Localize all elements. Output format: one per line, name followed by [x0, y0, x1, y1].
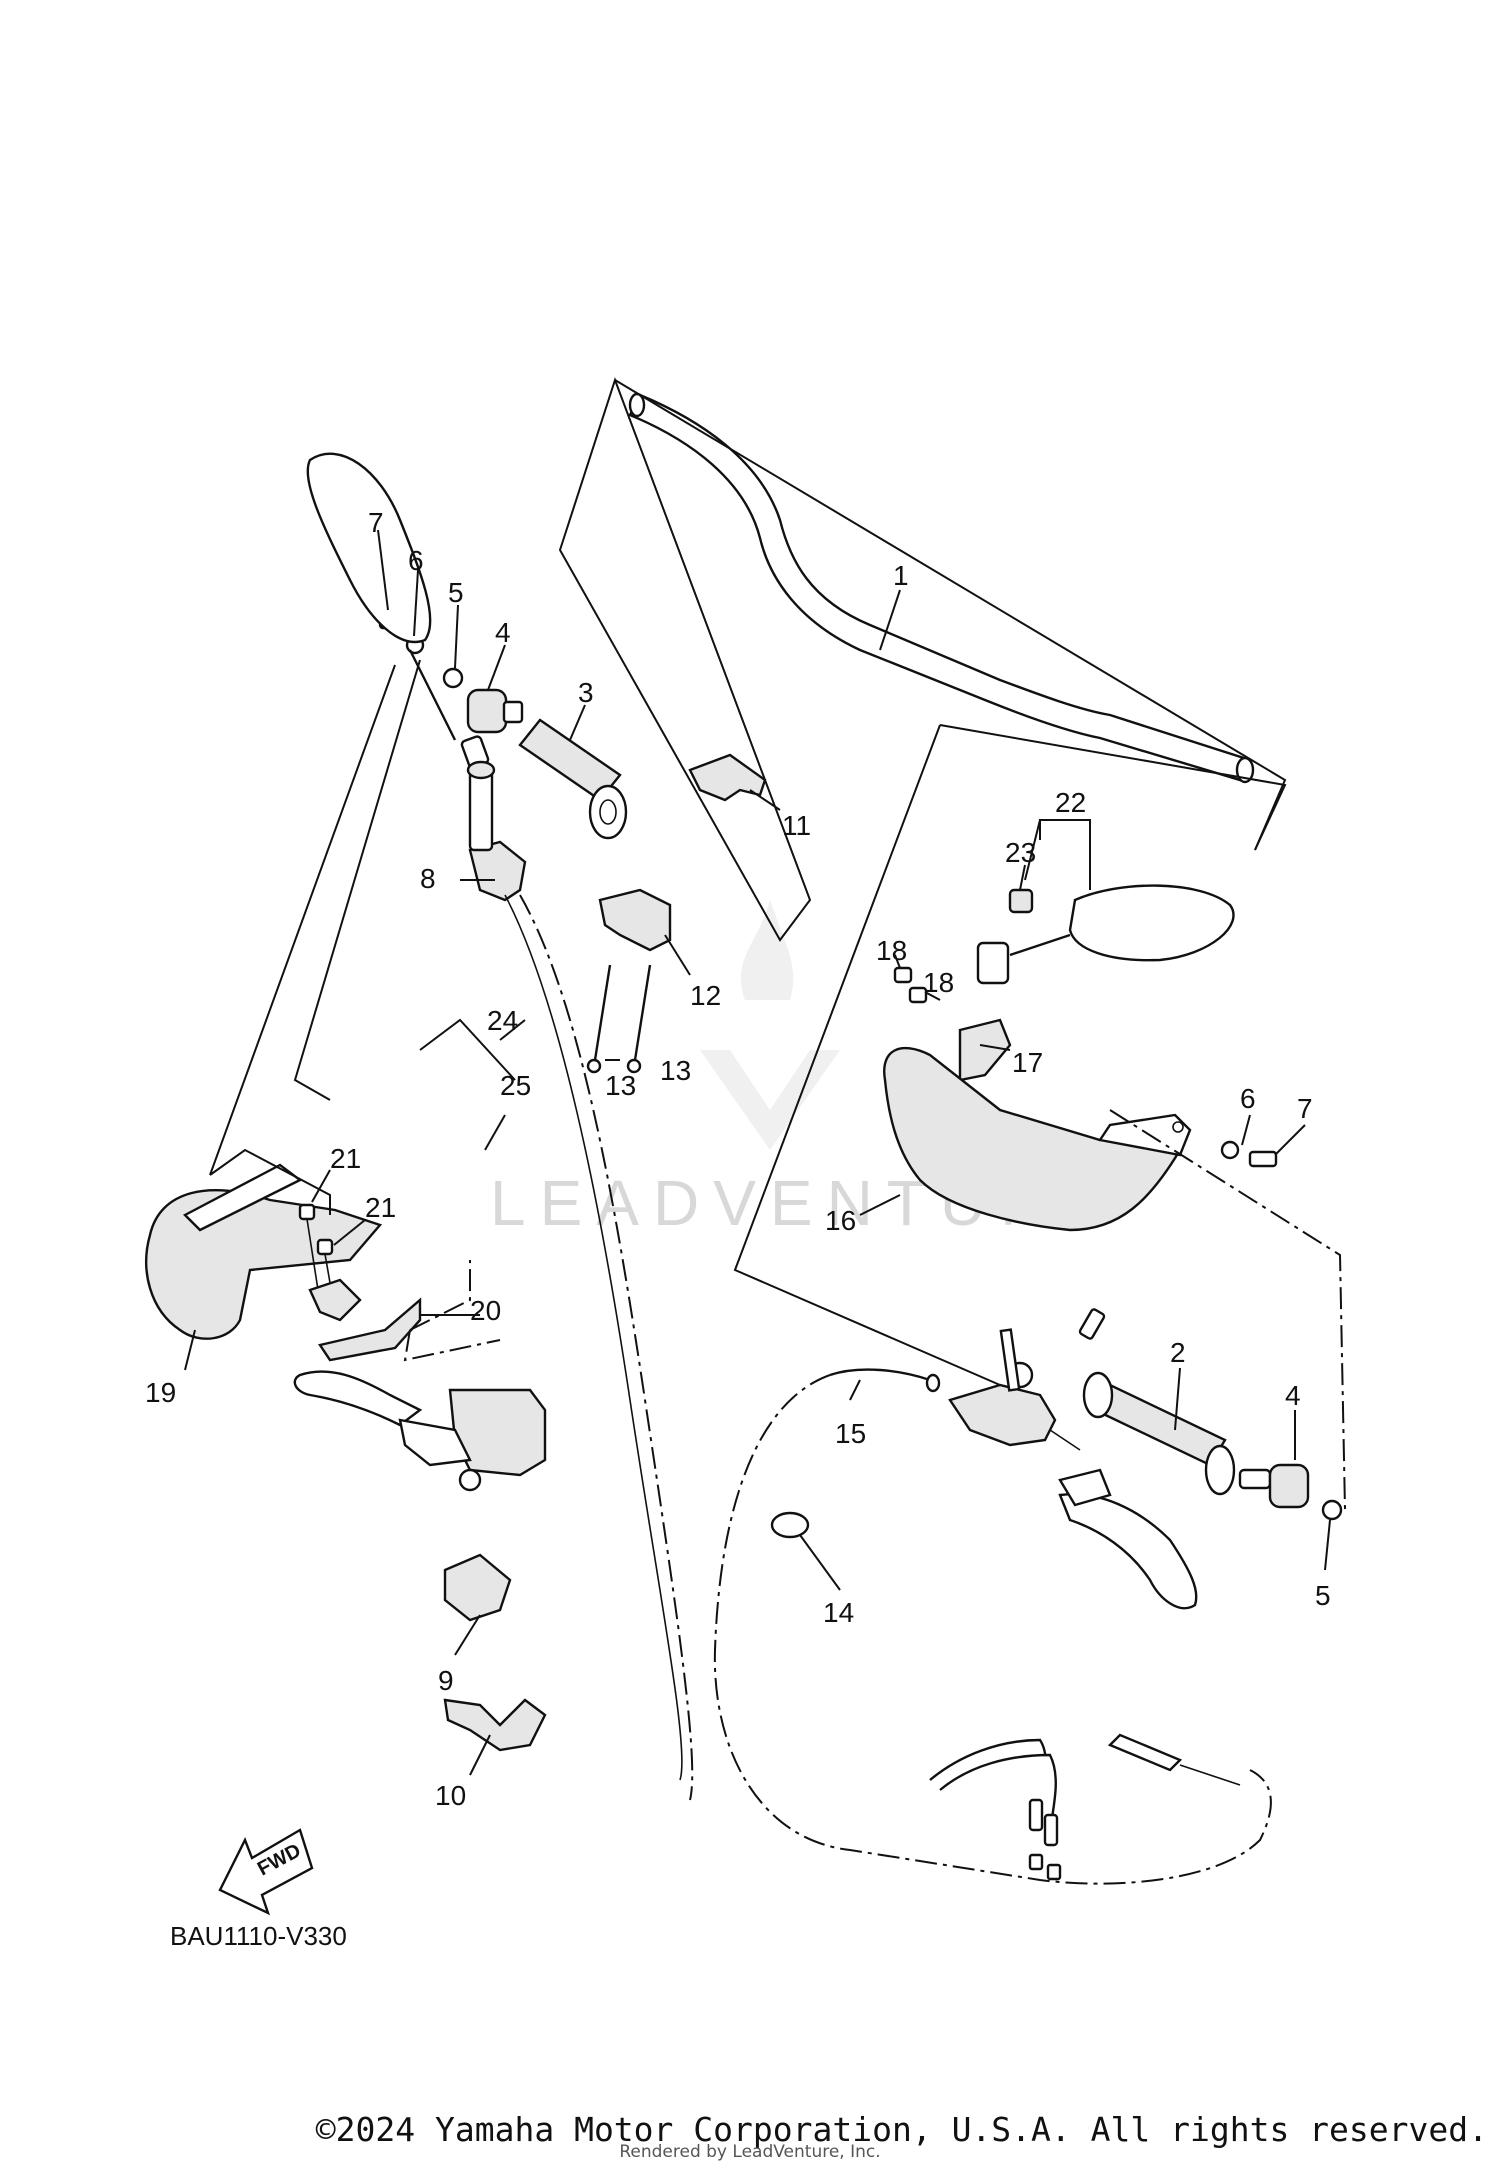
right-frame-top — [939, 724, 1287, 851]
callout-25: 25 — [500, 1070, 531, 1101]
hand-guard-16-guide — [1109, 1109, 1346, 1511]
bolt-7-right[interactable] — [1248, 1150, 1278, 1168]
grip-3[interactable] — [518, 718, 628, 840]
handlebar-outline-left — [558, 376, 812, 942]
callout-11: 11 — [782, 810, 811, 841]
watermark-logo — [700, 900, 840, 1150]
bar-end-weight-4-left[interactable] — [466, 688, 524, 734]
hand-guard-outline-left — [209, 659, 421, 1215]
forward-arrow: FWD — [218, 1828, 314, 1916]
throttle-cable-guide — [713, 1374, 1272, 1885]
callout-24: 24 — [487, 1005, 518, 1036]
callout-15: 15 — [835, 1418, 866, 1449]
callout-20: 20 — [470, 1295, 501, 1326]
callout-1: 1 — [893, 560, 909, 591]
diagram-code: BAU1110-V330 — [170, 1921, 347, 1951]
handlebar-switch-8[interactable] — [468, 840, 694, 1801]
callout-13-b: 13 — [660, 1055, 691, 1086]
throttle-cables[interactable] — [929, 1733, 1241, 1881]
clutch-lever-bracket[interactable] — [948, 1308, 1106, 1451]
callout-14: 14 — [823, 1597, 854, 1628]
mirror-24[interactable] — [306, 452, 490, 769]
callout-8: 8 — [420, 863, 436, 894]
callout-5-left: 5 — [448, 577, 464, 608]
callout-labels: 7 6 5 4 3 1 11 12 8 13 13 24 25 21 21 20… — [145, 507, 1331, 1811]
washer-5-left[interactable] — [442, 667, 464, 689]
copyright-notice: ©2024 Yamaha Motor Corporation, U.S.A. A… — [315, 2110, 1488, 2149]
handlebar[interactable] — [628, 392, 1255, 784]
callout-23: 23 — [1005, 837, 1036, 868]
callout-19: 19 — [145, 1377, 176, 1408]
callout-7-left: 7 — [368, 507, 384, 538]
callout-18-b: 18 — [923, 967, 954, 998]
right-frame-left — [733, 724, 1001, 1386]
grip-right[interactable] — [1082, 1371, 1236, 1496]
callout-13-a: 13 — [605, 1070, 636, 1101]
hand-guard-16[interactable] — [883, 1046, 1192, 1232]
callout-22: 22 — [1055, 787, 1086, 818]
callout-2: 2 — [1170, 1337, 1186, 1368]
bolts-21[interactable] — [298, 1203, 334, 1301]
bracket-20[interactable] — [308, 1278, 422, 1362]
brake-lever-assembly[interactable] — [293, 1370, 547, 1492]
clamp-14[interactable] — [770, 1511, 810, 1539]
bolts-13[interactable] — [586, 964, 652, 1074]
bolts-18[interactable] — [893, 966, 928, 1004]
callout-21-b: 21 — [365, 1192, 396, 1223]
washer-6-right[interactable] — [1220, 1140, 1240, 1160]
rendered-by-notice: Rendered by LeadVenture, Inc. — [619, 2142, 881, 2162]
hand-guard-19[interactable] — [145, 1163, 383, 1340]
mirror-cap-23[interactable] — [1008, 888, 1034, 914]
bracket-17[interactable] — [958, 1018, 1012, 1082]
callout-9: 9 — [438, 1665, 454, 1696]
callout-17: 17 — [1012, 1047, 1043, 1078]
callout-6-right: 6 — [1240, 1083, 1256, 1114]
clutch-lever[interactable] — [1058, 1468, 1198, 1610]
cable-15[interactable] — [829, 1368, 941, 1393]
callout-5-right: 5 — [1315, 1580, 1331, 1611]
lower-holder-12[interactable] — [598, 888, 672, 952]
callout-10: 10 — [435, 1780, 466, 1811]
mirror-22[interactable] — [976, 884, 1235, 985]
clamp-10[interactable] — [443, 1698, 547, 1752]
callout-3: 3 — [578, 677, 594, 708]
washer-5-right[interactable] — [1321, 1499, 1343, 1521]
callout-12: 12 — [690, 980, 721, 1011]
callout-16: 16 — [825, 1205, 856, 1236]
callout-4-right: 4 — [1285, 1380, 1301, 1411]
upper-holder-11[interactable] — [688, 753, 767, 802]
callout-7-right: 7 — [1297, 1093, 1313, 1124]
callout-4-left: 4 — [495, 617, 511, 648]
clamp-9[interactable] — [443, 1553, 512, 1622]
callout-21-a: 21 — [330, 1143, 361, 1174]
callout-6-left: 6 — [408, 545, 424, 576]
bar-end-weight-4-right[interactable] — [1238, 1463, 1310, 1509]
leader-lines — [184, 529, 1331, 1776]
bracket-20-guide — [403, 1260, 501, 1362]
callout-18-a: 18 — [876, 935, 907, 966]
mirror-adapter-25[interactable] — [466, 760, 496, 852]
